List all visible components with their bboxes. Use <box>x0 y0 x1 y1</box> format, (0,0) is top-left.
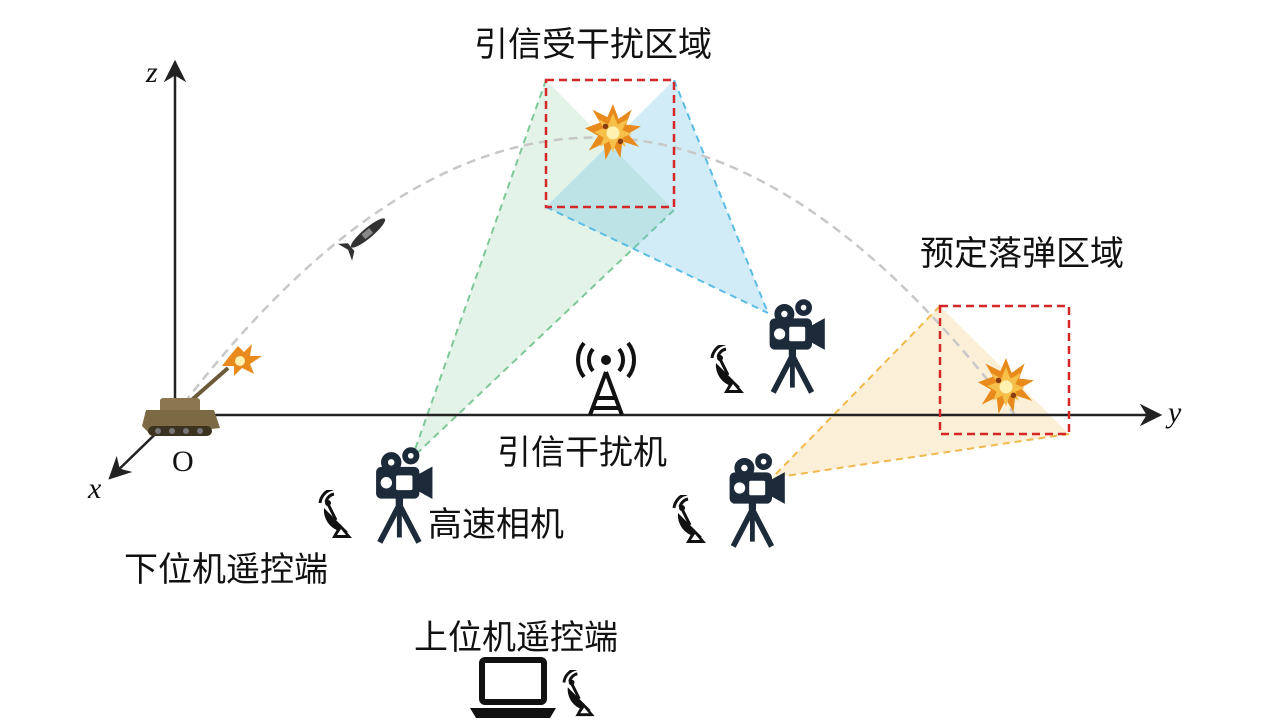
x-axis-label: x <box>88 472 102 505</box>
projectile-trajectory <box>174 136 1016 416</box>
satellite-dish-icon <box>562 670 597 718</box>
satellite-dish-icon <box>672 495 708 545</box>
y-axis-label: y <box>1168 396 1182 429</box>
origin-label: O <box>172 445 194 478</box>
fuze-interference-zone <box>544 78 676 209</box>
fov-right-camera <box>546 80 768 313</box>
camera-icon <box>770 300 824 393</box>
target-zone-label: 预定落弹区域 <box>920 234 1124 274</box>
jammer-label: 引信干扰机 <box>497 433 667 473</box>
fuze-zone-label: 引信受干扰区域 <box>474 25 712 65</box>
target-impact-zone <box>938 304 1071 436</box>
camera-icon <box>730 454 784 547</box>
camera-label: 高速相机 <box>428 505 564 545</box>
camera-fov-cones <box>411 79 1070 479</box>
lower-remote-label: 下位机遥控端 <box>124 550 328 590</box>
fov-left-camera <box>412 80 674 458</box>
projectile-icon <box>337 218 386 261</box>
upper-remote-label: 上位机遥控端 <box>414 618 618 658</box>
z-axis-label: z <box>146 56 158 89</box>
radio-tower-icon <box>576 341 636 416</box>
laptop-icon <box>470 657 556 718</box>
muzzle-flash-icon <box>222 344 262 376</box>
howitzer-icon <box>142 366 230 436</box>
camera-icon <box>377 448 433 543</box>
satellite-dish-icon <box>318 490 354 540</box>
satellite-dish-icon <box>710 345 746 395</box>
